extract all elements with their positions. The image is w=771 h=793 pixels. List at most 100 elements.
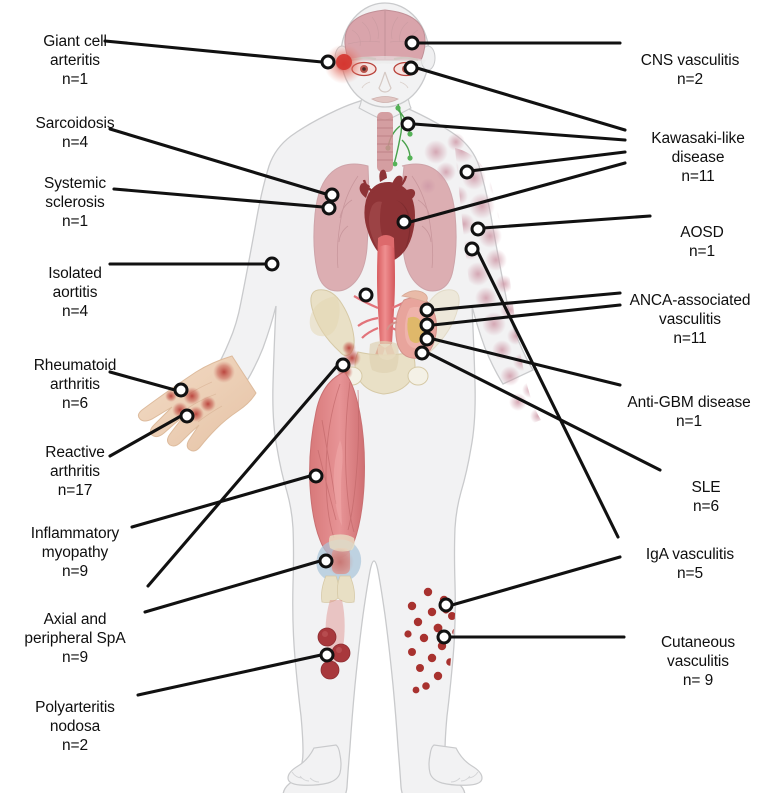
label-giant-cell-arteritis[interactable]: Giant cell arteritis n=1: [0, 14, 150, 109]
anchor-sle: [414, 345, 430, 361]
label-rheumatoid-arthritis-name: Rheumatoid arthritis: [33, 356, 117, 393]
anchor-markers: [173, 35, 486, 663]
leader-kawasaki-heart: [408, 161, 627, 224]
leader-axial-peripheral-spa-2: [143, 559, 322, 614]
label-isolated-aortitis-n: n=4: [62, 302, 88, 320]
eye-left: [351, 61, 377, 77]
label-aosd-name: AOSD: [680, 223, 724, 241]
label-aosd[interactable]: AOSD n=1: [622, 205, 771, 281]
label-systemic-sclerosis[interactable]: Systemic sclerosis n=1: [0, 156, 150, 251]
leader-axial-peripheral-spa-1: [146, 364, 339, 588]
label-kawasaki-like-disease[interactable]: Kawasaki-like disease n=11: [618, 111, 771, 206]
leader-inflammatory-myopathy: [130, 474, 312, 529]
label-polyarteritis-nodosa-n: n=2: [62, 736, 88, 754]
right-arm-rash: [455, 148, 541, 424]
anchor-iga-kidney-upper: [464, 241, 480, 257]
anchor-aorta: [358, 287, 374, 303]
label-cutaneous-vasculitis-n: n= 9: [682, 671, 714, 689]
anchor-knee-spa: [318, 553, 334, 569]
leader-kawasaki-neck: [412, 122, 627, 142]
label-polyarteritis-nodosa-name: Polyarteritis nodosa: [35, 698, 115, 735]
anchor-cns-vasculitis: [404, 35, 420, 51]
label-axial-peripheral-spa[interactable]: Axial and peripheral SpA n=9: [0, 592, 150, 687]
label-sarcoidosis-n: n=4: [62, 133, 88, 151]
label-inflammatory-myopathy[interactable]: Inflammatory myopathy n=9: [0, 506, 150, 601]
lungs-organ: [313, 163, 457, 292]
feet: [287, 744, 483, 786]
anchor-kawasaki-neck: [400, 116, 416, 132]
knee-joint: [316, 534, 362, 664]
label-sle[interactable]: SLE n=6: [626, 460, 771, 536]
kidney-organ: [377, 290, 438, 360]
label-anca-associated-vasculitis-n: n=11: [673, 329, 707, 347]
anchor-kawasaki-rash: [459, 164, 475, 180]
chest-rash: [420, 133, 465, 194]
anchor-giant-cell-arteritis: [320, 54, 336, 70]
label-iga-vasculitis[interactable]: IgA vasculitis n=5: [608, 527, 771, 603]
leader-polyarteritis-nodosa: [136, 653, 323, 697]
label-cns-vasculitis[interactable]: CNS vasculitis n=2: [610, 33, 770, 109]
label-axial-peripheral-spa-n: n=9: [62, 648, 88, 666]
label-kawasaki-like-disease-n: n=11: [681, 167, 715, 185]
leader-anca-2: [431, 303, 622, 327]
leader-lines: [103, 39, 662, 697]
anchor-kawasaki-heart: [396, 214, 412, 230]
label-anti-gbm-disease-n: n=1: [676, 412, 702, 430]
brain-organ: [344, 9, 426, 61]
label-reactive-arthritis-n: n=17: [57, 481, 93, 499]
label-inflammatory-myopathy-name: Inflammatory myopathy: [30, 524, 120, 561]
label-kawasaki-like-disease-name: Kawasaki-like disease: [651, 129, 745, 166]
label-cutaneous-vasculitis[interactable]: Cutaneous vasculitis n= 9: [618, 615, 771, 710]
label-anca-associated-vasculitis-name: ANCA-associated vasculitis: [629, 291, 751, 328]
label-iga-vasculitis-n: n=5: [677, 564, 703, 582]
anchor-systemic-sclerosis: [321, 200, 337, 216]
anchor-reactive-arthritis: [179, 408, 195, 424]
leader-iga-purpura: [450, 555, 622, 607]
leader-anca-1: [431, 291, 622, 312]
label-cns-vasculitis-n: n=2: [677, 70, 703, 88]
leader-iga-kidney: [474, 246, 620, 539]
anchor-inflammatory-myopathy: [308, 468, 324, 484]
leader-kawasaki-eye: [415, 66, 627, 132]
label-reactive-arthritis-name: Reactive arthritis: [45, 443, 105, 480]
pelvis-bone: [310, 289, 460, 395]
anchor-anca-1: [419, 302, 435, 318]
face-features: [344, 56, 426, 103]
label-axial-peripheral-spa-name: Axial and peripheral SpA: [24, 610, 126, 647]
label-sle-n: n=6: [693, 497, 719, 515]
aorta: [353, 235, 417, 374]
anchor-aosd: [470, 221, 486, 237]
temporal-artery-inflammation: [324, 44, 364, 84]
left-hand: [137, 355, 257, 452]
label-sle-name: SLE: [691, 478, 721, 496]
label-aosd-n: n=1: [689, 242, 715, 260]
anchor-polyarteritis-nodosa: [319, 647, 335, 663]
label-iga-vasculitis-name: IgA vasculitis: [645, 545, 735, 563]
label-anca-associated-vasculitis[interactable]: ANCA-associated vasculitis n=11: [608, 273, 771, 368]
label-reactive-arthritis[interactable]: Reactive arthritis n=17: [0, 425, 150, 520]
heart-organ: [359, 169, 416, 262]
purpuric-lesions: [404, 587, 457, 694]
label-isolated-aortitis[interactable]: Isolated aortitis n=4: [0, 246, 150, 341]
eye-right: [393, 61, 419, 77]
anchor-cutaneous-vasculitis: [436, 629, 452, 645]
anchor-sarcoidosis: [324, 187, 340, 203]
anchor-sacroiliac: [335, 357, 351, 373]
anchor-rheumatoid-arthritis: [173, 382, 189, 398]
label-anti-gbm-disease[interactable]: Anti-GBM disease n=1: [606, 375, 771, 451]
label-rheumatoid-arthritis[interactable]: Rheumatoid arthritis n=6: [0, 338, 150, 433]
label-anti-gbm-disease-name: Anti-GBM disease: [627, 393, 751, 411]
liver-organ: [309, 296, 340, 337]
leader-anti-gbm: [431, 337, 622, 387]
thigh-muscles: [309, 371, 365, 559]
subcutaneous-nodules: [317, 627, 351, 680]
label-sarcoidosis[interactable]: Sarcoidosis n=4: [0, 96, 150, 172]
label-rheumatoid-arthritis-n: n=6: [62, 394, 88, 412]
body-silhouette: [214, 2, 534, 793]
label-systemic-sclerosis-name: Systemic sclerosis: [43, 174, 107, 211]
label-polyarteritis-nodosa[interactable]: Polyarteritis nodosa n=2: [0, 680, 150, 775]
hand-joint-inflammation: [165, 361, 235, 422]
anchor-anti-gbm: [419, 331, 435, 347]
label-giant-cell-arteritis-n: n=1: [62, 70, 88, 88]
